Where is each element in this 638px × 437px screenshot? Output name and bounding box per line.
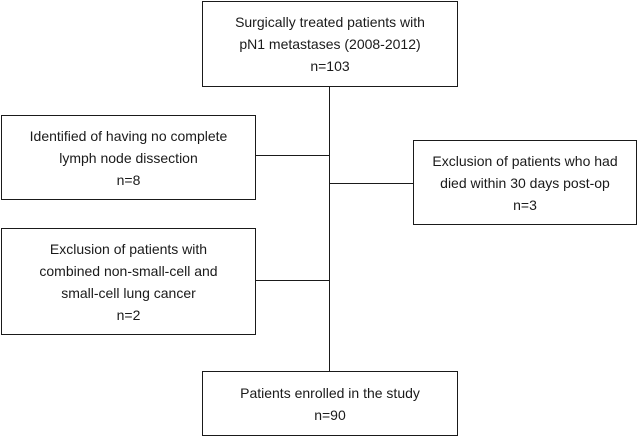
postop-death-line-1: Exclusion of patients who had bbox=[432, 152, 618, 169]
initial-cohort-count: n=103 bbox=[310, 58, 350, 74]
incomplete-dissection-line-1: Identified of having no complete bbox=[29, 127, 228, 144]
combined-cancer-line-1: Exclusion of patients with bbox=[49, 240, 208, 257]
incomplete-dissection-exclusion-box: Identified of having no complete lymph n… bbox=[1, 115, 256, 200]
postop-death-line-2: died within 30 days post-op bbox=[440, 174, 610, 191]
combined-cancer-line-2: combined non-small-cell and bbox=[39, 262, 218, 279]
initial-cohort-line-2: pN1 metastases (2008-2012) bbox=[239, 36, 421, 52]
main-flow-connector bbox=[329, 87, 330, 371]
enrolled-cohort-box: Patients enrolled in the study n=90 bbox=[202, 371, 458, 436]
connector-to-incomplete-dissection bbox=[256, 155, 329, 156]
connector-to-postop-death bbox=[330, 183, 413, 184]
postop-death-count: n=3 bbox=[513, 196, 537, 213]
combined-cancer-exclusion-box: Exclusion of patients with combined non-… bbox=[1, 228, 256, 335]
combined-cancer-count: n=2 bbox=[116, 306, 141, 323]
incomplete-dissection-line-2: lymph node dissection bbox=[59, 149, 198, 166]
enrolled-line-1: Patients enrolled in the study bbox=[240, 384, 420, 401]
initial-cohort-box: Surgically treated patients with pN1 met… bbox=[202, 1, 458, 87]
enrolled-count: n=90 bbox=[314, 406, 346, 423]
connector-to-combined-cancer bbox=[256, 280, 329, 281]
combined-cancer-line-3: small-cell lung cancer bbox=[61, 284, 196, 301]
initial-cohort-line-1: Surgically treated patients with bbox=[235, 14, 425, 30]
incomplete-dissection-count: n=8 bbox=[116, 171, 141, 188]
postop-death-exclusion-box: Exclusion of patients who had died withi… bbox=[413, 140, 637, 225]
